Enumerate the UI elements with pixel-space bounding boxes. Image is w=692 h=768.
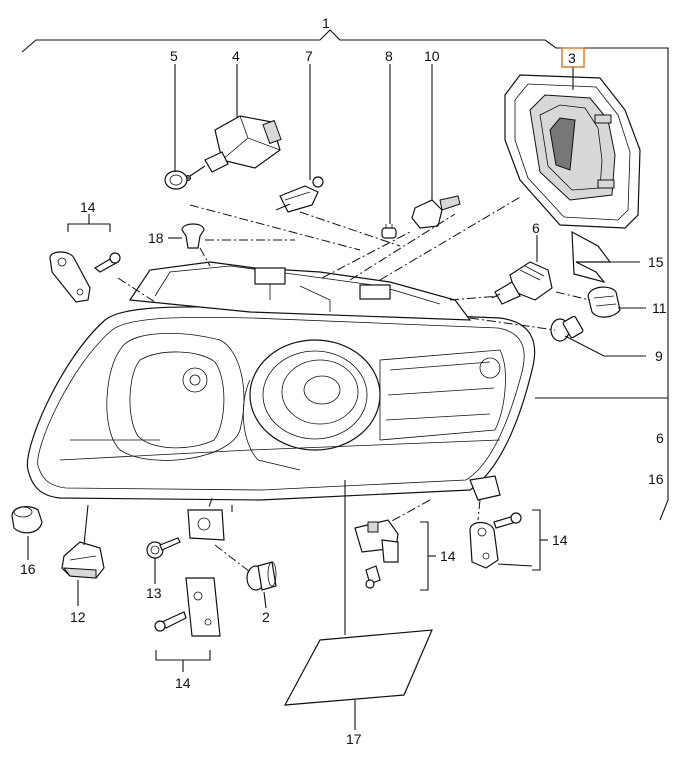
label-14-right: 14 <box>552 532 568 548</box>
o-ring-part-5[interactable] <box>164 170 188 190</box>
label-14-bottom: 14 <box>175 675 191 691</box>
label-6-right: 6 <box>656 430 664 446</box>
label-6-top: 6 <box>532 220 540 236</box>
wedge-bulb-part-8[interactable] <box>381 224 397 239</box>
label-7: 7 <box>305 48 313 64</box>
bulb-holder-part-10[interactable] <box>411 195 461 229</box>
label-17: 17 <box>346 731 362 747</box>
indicator-bulb-part-9[interactable] <box>550 315 584 342</box>
bulb-part-7[interactable] <box>275 176 324 213</box>
label-12: 12 <box>70 609 86 625</box>
assembly-axes <box>117 195 591 573</box>
label-1: 1 <box>322 15 330 31</box>
bracket-bottom-centre-part-14[interactable] <box>154 577 221 672</box>
label-14-mid: 14 <box>440 548 456 564</box>
label-3: 3 <box>568 50 576 66</box>
label-5: 5 <box>170 48 178 64</box>
label-13: 13 <box>146 585 162 601</box>
label-4: 4 <box>232 48 240 64</box>
clip-part-18[interactable] <box>181 223 205 249</box>
housing-tab[interactable] <box>187 509 225 541</box>
cap-part-16-left[interactable] <box>11 506 43 534</box>
label-15: 15 <box>648 254 664 270</box>
rear-cover-part-3[interactable] <box>504 74 641 229</box>
bulb-socket-part-11[interactable] <box>587 286 621 318</box>
headlight-housing[interactable] <box>26 261 536 501</box>
label-10: 10 <box>424 48 440 64</box>
halogen-bulb-part-6[interactable] <box>491 261 553 305</box>
lens-sheet-part-17[interactable] <box>283 629 433 706</box>
label-16-right: 16 <box>648 471 664 487</box>
leader-lines <box>27 64 668 730</box>
gasket-part-15[interactable] <box>571 230 612 284</box>
label-11: 11 <box>652 300 667 316</box>
label-9: 9 <box>655 348 663 364</box>
label-14-top-left: 14 <box>80 199 96 215</box>
bracket-right-part-14[interactable] <box>469 509 548 571</box>
highlight-box <box>561 47 585 68</box>
range-motor-part-4[interactable] <box>185 115 282 181</box>
grommet-part-2[interactable] <box>246 561 277 591</box>
label-8: 8 <box>385 48 393 64</box>
label-18: 18 <box>148 230 164 246</box>
bracket-top-left-part-14[interactable] <box>49 214 121 303</box>
part-labels: 1 5 4 7 8 10 3 14 18 6 15 11 9 6 16 16 1… <box>20 15 667 747</box>
bracket-part-12[interactable] <box>61 541 105 579</box>
label-16-left: 16 <box>20 561 36 577</box>
bracket-bottom-mid-part-14[interactable] <box>354 519 436 591</box>
assembly-bracket <box>21 29 669 521</box>
screw-part-13[interactable] <box>146 537 181 559</box>
label-2: 2 <box>262 609 270 625</box>
